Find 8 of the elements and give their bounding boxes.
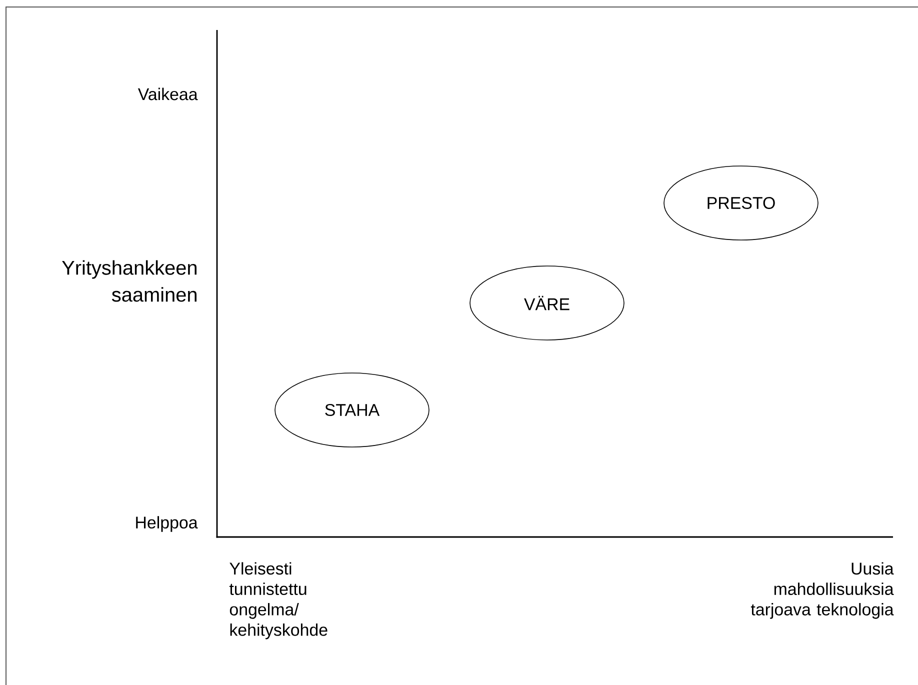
axis-label: Uusia mahdollisuuksia tarjoava teknologia	[750, 562, 894, 619]
axis-label: Yleisesti tunnistettu ongelma/ kehityskohde	[229, 562, 328, 640]
ellipse-node: STAHA	[274, 372, 430, 448]
axis-label: Helppoa	[136, 516, 198, 532]
axis-label: Vaikeaa	[138, 88, 198, 100]
ellipse-node: PRESTO	[664, 166, 818, 240]
ellipse-node: VÄRE	[470, 266, 624, 340]
axis-title: Yrityshankkeen saaminen	[62, 260, 196, 302]
